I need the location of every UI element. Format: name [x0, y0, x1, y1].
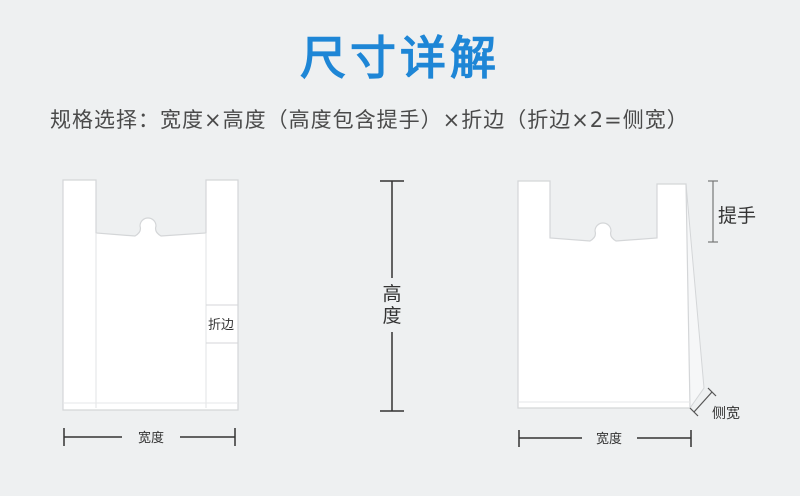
side-width-tick-a: [707, 387, 717, 397]
page-title: 尺寸详解: [300, 31, 500, 85]
handle-label: 提手: [718, 205, 756, 227]
width-dimension-left: 宽度: [63, 428, 236, 446]
side-width-tick-b: [689, 407, 699, 417]
gusset-bag-outline: [517, 180, 691, 409]
side-width-label: 侧宽: [712, 405, 740, 422]
side-width-dimension: 侧宽: [689, 387, 740, 422]
flat-bag: 折边: [62, 179, 239, 411]
width-left-label: 宽度: [138, 430, 164, 446]
handle-dimension: 提手: [708, 180, 756, 243]
width-dimension-right: 宽度: [518, 430, 692, 447]
gusset-bag: [517, 180, 705, 409]
height-label-2: 度: [382, 305, 401, 327]
height-dimension: 高 度: [380, 180, 404, 412]
side-width-line: [693, 391, 713, 413]
spec-description: 规格选择：宽度×高度（高度包含提手）×折边（折边×2=侧宽）: [50, 108, 689, 132]
width-right-label: 宽度: [596, 431, 622, 447]
flat-bag-outline: [62, 179, 239, 411]
height-label-1: 高: [382, 283, 401, 305]
fold-label: 折边: [208, 318, 234, 333]
